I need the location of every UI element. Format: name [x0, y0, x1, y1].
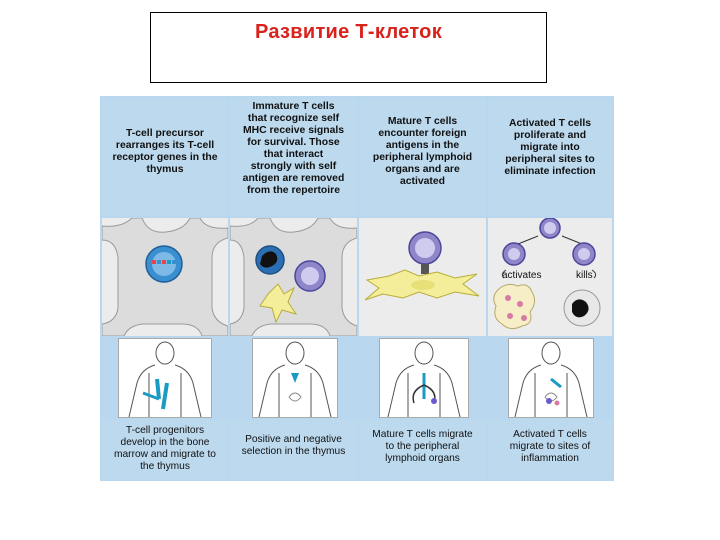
panel-3-caption-box: Mature T cells migrate to the peripheral… — [359, 420, 486, 479]
panel-3-header-text: Mature T cells encounter foreign antigen… — [372, 116, 473, 187]
panel-2-header: Immature T cells that recognize self MHC… — [230, 98, 357, 216]
panel-2: Immature T cells that recognize self MHC… — [230, 96, 357, 481]
panel-4-caption-box: Activated T cells migrate to sites of in… — [488, 420, 612, 479]
panel-4-header-text: Activated T cells proliferate and migrat… — [504, 118, 596, 177]
panel-4-effector-scene: activates kills — [488, 218, 612, 336]
panel-2-body-diagram — [252, 338, 338, 418]
thymic-selection-illustration — [230, 218, 357, 336]
panel-4-caption: Activated T cells migrate to sites of in… — [509, 429, 591, 464]
macrophage — [493, 283, 536, 330]
panel-4-header: Activated T cells proliferate and migrat… — [488, 98, 612, 216]
body-outline-illustration — [258, 341, 332, 417]
panel-2-selection-scene — [230, 218, 357, 336]
panel-2-caption: Positive and negative selection in the t… — [241, 434, 346, 457]
thymus-epithelium-illustration — [102, 218, 228, 336]
panel-4-body-diagram — [508, 338, 594, 418]
panel-4: Activated T cells proliferate and migrat… — [488, 96, 614, 481]
t-cell-development-figure: T-cell precursor rearranges its T-cell r… — [100, 96, 614, 481]
panel-2-caption-box: Positive and negative selection in the t… — [230, 420, 357, 479]
antigen-presentation-illustration — [364, 231, 480, 301]
panel-1-header: T-cell precursor rearranges its T-cell r… — [102, 98, 228, 216]
body-outline-illustration — [128, 341, 202, 417]
slide-title: Развитие Т-клеток — [254, 21, 443, 43]
panel-3-caption: Mature T cells migrate to the peripheral… — [372, 429, 473, 464]
thymic-epithelial-cell — [259, 283, 298, 324]
body-outline-illustration — [387, 341, 461, 417]
panel-3-header: Mature T cells encounter foreign antigen… — [359, 98, 486, 216]
body-outline-illustration — [514, 341, 588, 417]
panel-1-thymus-scene — [102, 218, 228, 336]
panel-1-header-text: T-cell precursor rearranges its T-cell r… — [112, 128, 218, 175]
effector-t-cell-illustration: activates kills — [493, 218, 601, 330]
title-box: Развитие Т-клеток — [150, 12, 547, 83]
panel-1-body-diagram — [118, 338, 212, 418]
panel-3-activation-scene — [359, 218, 486, 336]
activates-label: activates — [502, 270, 541, 281]
kills-label: kills — [576, 270, 593, 281]
panel-3: Mature T cells encounter foreign antigen… — [359, 96, 486, 481]
panel-1: T-cell precursor rearranges its T-cell r… — [100, 96, 228, 481]
panel-1-caption-box: T-cell progenitors develop in the bone m… — [102, 420, 228, 479]
panel-3-body-diagram — [379, 338, 469, 418]
panel-2-header-text: Immature T cells that recognize self MHC… — [242, 101, 345, 196]
panel-1-caption: T-cell progenitors develop in the bone m… — [114, 425, 216, 472]
